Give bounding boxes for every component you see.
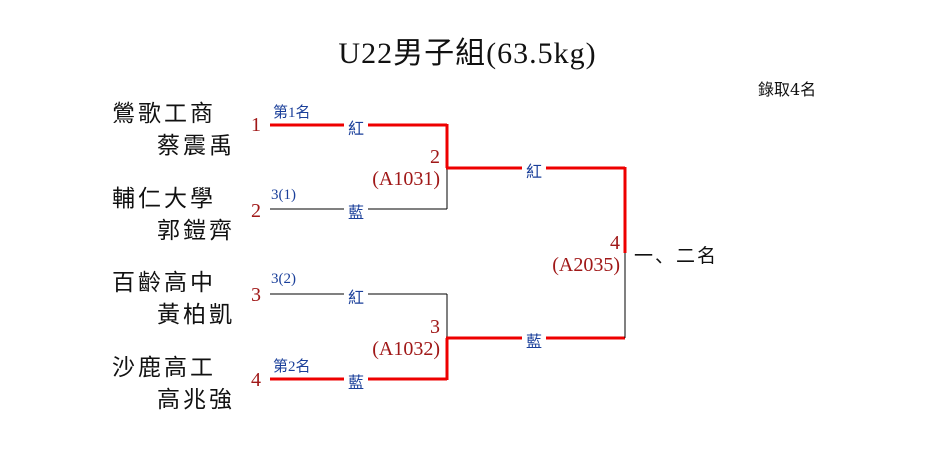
- entry-1-corner: 紅: [344, 115, 369, 139]
- match-3-label: 3 (A1032): [340, 316, 440, 360]
- entry-1-seed: 1: [251, 114, 261, 136]
- entry-2-name: 郭鎧齊: [157, 218, 235, 244]
- entry-2-note: 3(1): [271, 187, 296, 203]
- match-2-number: 2: [430, 146, 440, 168]
- page-title: U22男子組(63.5kg): [338, 37, 597, 70]
- entry-4-name: 高兆強: [157, 387, 235, 413]
- entry-4-seed: 4: [251, 369, 261, 391]
- match-2-code: (A1031): [372, 168, 440, 190]
- match-4-label: 4 (A2035): [510, 232, 620, 276]
- entry-2-corner: 藍: [344, 199, 369, 223]
- quota-label: 錄取4名: [758, 80, 817, 99]
- semi-bottom-corner: 藍: [522, 328, 547, 352]
- entry-4-note: 第2名: [273, 359, 311, 375]
- entry-3-school: 百齡高中: [112, 270, 216, 296]
- semi-top-corner: 紅: [522, 158, 547, 182]
- entry-3-note: 3(2): [271, 271, 296, 287]
- entry-1-name: 蔡震禹: [157, 133, 235, 159]
- match-4-number: 4: [610, 232, 620, 254]
- entry-2-school: 輔仁大學: [112, 186, 216, 212]
- entry-4-school: 沙鹿高工: [112, 355, 216, 381]
- entry-1-note: 第1名: [273, 105, 311, 121]
- entry-3-seed: 3: [251, 284, 261, 306]
- entry-3-name: 黃柏凱: [157, 302, 235, 328]
- entry-3-corner: 紅: [344, 284, 369, 308]
- entry-4-corner: 藍: [344, 369, 369, 393]
- match-3-code: (A1032): [372, 338, 440, 360]
- match-2-label: 2 (A1031): [340, 146, 440, 190]
- entry-2-seed: 2: [251, 200, 261, 222]
- match-3-number: 3: [430, 316, 440, 338]
- final-result-label: 一、二名: [634, 245, 719, 267]
- match-4-code: (A2035): [552, 254, 620, 276]
- entry-1-school: 鶯歌工商: [112, 101, 216, 127]
